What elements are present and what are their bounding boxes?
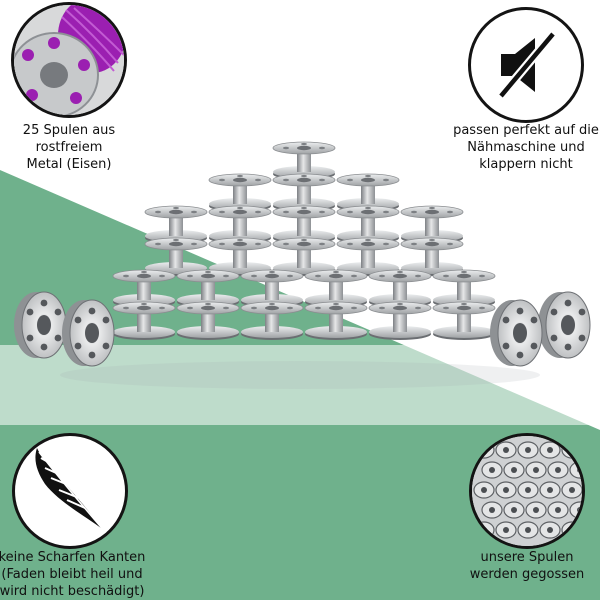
left-side-spools	[13, 291, 115, 367]
pile-bobbin-hole	[481, 487, 487, 493]
caption-line: Nähmaschine und	[467, 140, 585, 155]
badge-top-right	[468, 7, 584, 123]
badge-bottom-right	[469, 433, 585, 549]
caption-line: 25 Spulen aus	[22, 123, 116, 138]
pile-bobbin-hole	[525, 487, 531, 493]
spool	[304, 301, 368, 341]
bobbin-pile-icon	[472, 436, 582, 546]
pile-bobbin-hole	[555, 507, 561, 513]
badge-bottom-left	[12, 433, 128, 549]
pile-bobbin-hole	[555, 467, 561, 473]
pile-bobbin-hole	[547, 487, 553, 493]
spool	[112, 301, 176, 341]
caption-line: Metal (Eisen)	[26, 157, 112, 172]
pile-bobbin-hole	[525, 527, 531, 533]
pile-bobbin-hole	[533, 507, 539, 513]
pile-bobbin-hole	[533, 467, 539, 473]
pile-bobbin-hole	[503, 527, 509, 533]
purple-thread-bobbin-icon	[14, 5, 124, 115]
caption-bottom-right: unsere Spulen werden gegossen	[427, 549, 600, 583]
pile-bobbin-hole	[489, 507, 495, 513]
caption-line: rostfreiem	[35, 140, 103, 155]
pile-bobbin-hole	[511, 507, 517, 513]
pile-bobbin-hole	[525, 447, 531, 453]
right-side-spools	[489, 291, 591, 367]
caption-line: (Faden bleibt heil und	[1, 567, 143, 582]
caption-top-left: 25 Spulen aus rostfreiem Metal (Eisen)	[0, 122, 169, 173]
caption-line: passen perfekt auf die	[453, 123, 599, 138]
white-reflection-area	[0, 345, 600, 425]
spool	[176, 301, 240, 341]
spool	[240, 301, 304, 341]
pile-bobbin-hole	[547, 527, 553, 533]
pile-bobbin-hole	[511, 467, 517, 473]
caption-line: wird nicht beschädigt)	[0, 584, 145, 599]
caption-bottom-left: keine Scharfen Kanten (Faden bleibt heil…	[0, 549, 172, 600]
spool	[368, 301, 432, 341]
pile-bobbin-hole	[503, 447, 509, 453]
spool-reflection	[60, 361, 540, 389]
caption-line: keine Scharfen Kanten	[0, 550, 146, 565]
caption-line: klappern nicht	[479, 157, 573, 172]
feather-icon	[35, 448, 108, 535]
pile-bobbin-hole	[503, 487, 509, 493]
caption-top-right: passen perfekt auf die Nähmaschine und k…	[426, 122, 600, 173]
spool	[432, 301, 496, 341]
muted-speaker-icon	[497, 31, 557, 99]
pile-bobbin-hole	[547, 447, 553, 453]
caption-line: unsere Spulen	[480, 550, 574, 565]
badge-top-left	[11, 2, 127, 118]
pile-bobbin-hole	[489, 467, 495, 473]
pile-bobbin-hole	[569, 487, 575, 493]
caption-line: werden gegossen	[469, 567, 585, 582]
